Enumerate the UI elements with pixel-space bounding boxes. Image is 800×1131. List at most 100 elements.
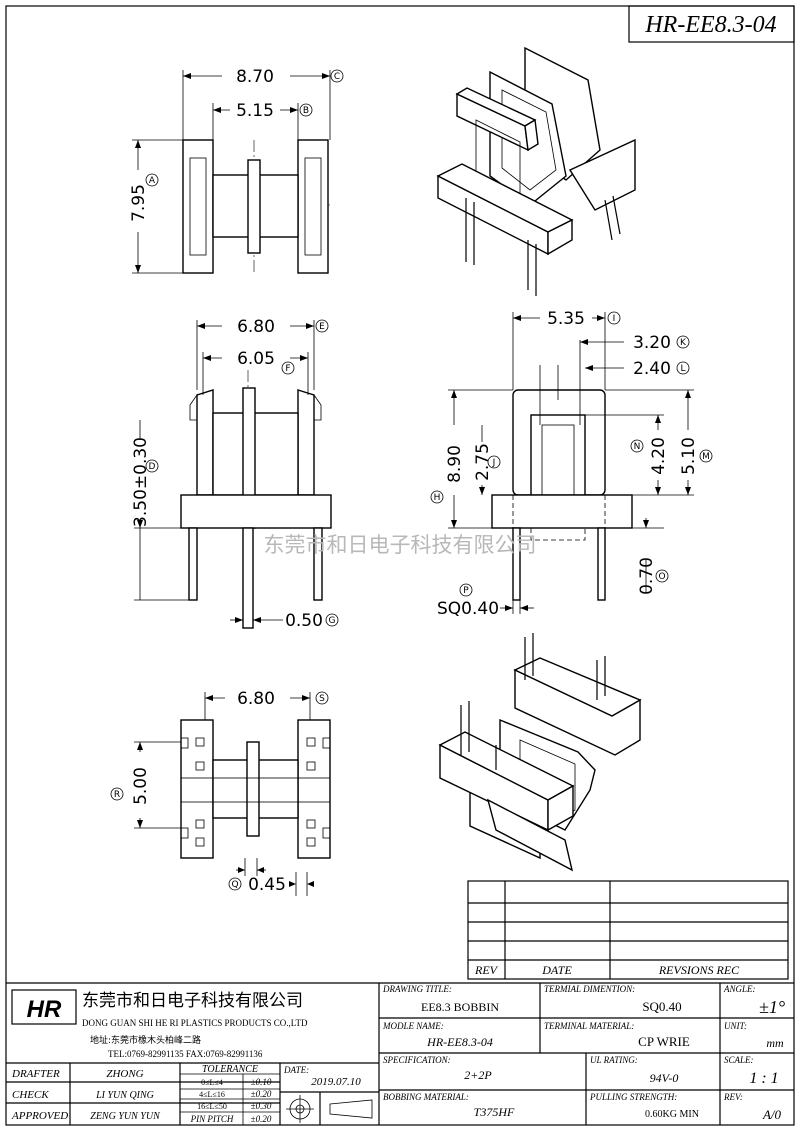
- drawing-title-value: EE8.3 BOBBIN: [421, 1000, 499, 1014]
- angle-label: ANGLE:: [723, 984, 756, 994]
- dim-tag-a: A: [149, 176, 156, 186]
- isometric-view-bottom: [438, 633, 642, 872]
- tolerance-header: TOLERANCE: [202, 1064, 258, 1075]
- drawing-number: HR-EE8.3-04: [644, 12, 776, 38]
- dim-side-k: 3.20: [633, 333, 671, 353]
- date-value: 2019.07.10: [311, 1076, 361, 1088]
- dim-tag-g: G: [329, 616, 336, 626]
- ul-rating-label: UL RATING:: [590, 1055, 638, 1065]
- dim-side-height: 8.90: [445, 445, 465, 483]
- side-view: 5.35 I 3.20 K 2.40 L 8.90 H 2.75 J 4.20 …: [430, 309, 713, 619]
- rev-label: REV:: [723, 1092, 743, 1102]
- dim-side-width: 5.35: [547, 309, 585, 329]
- tolerance-value-1: ±0.10: [251, 1077, 272, 1087]
- module-name-label: MODLE NAME:: [382, 1021, 444, 1031]
- company-name-cn: 东莞市和日电子科技有限公司: [82, 991, 303, 1011]
- tolerance-range-pitch: PIN PITCH: [190, 1114, 234, 1124]
- revision-header-rec: REVSIONS REC: [658, 963, 740, 977]
- dim-tag-p: P: [463, 586, 469, 596]
- dim-side-o: 0.70: [637, 557, 657, 595]
- bottom-view: 6.80 S 5.00 R Q 0.45: [110, 689, 331, 896]
- revision-header-rev: REV: [474, 963, 499, 977]
- dim-tag-h: H: [434, 493, 441, 503]
- dim-tag-n: N: [634, 442, 641, 452]
- company-address: 地址:东莞市橡木头柏峰二路: [90, 1034, 201, 1046]
- dim-tag-f: F: [285, 364, 290, 374]
- terminal-material-label: TERMINAL MATERIAL:: [544, 1021, 634, 1031]
- dim-tag-s: S: [319, 694, 325, 704]
- dim-tag-e: E: [319, 322, 325, 332]
- signoff-role-approved: APPROVED: [11, 1110, 68, 1122]
- dim-top-inner-width: 5.15: [236, 101, 274, 121]
- tolerance-value-pitch: ±0.20: [251, 1114, 272, 1124]
- revision-header-date: DATE: [541, 963, 572, 977]
- isometric-view-top: [436, 46, 636, 296]
- dim-side-pin-square: SQ0.40: [437, 599, 499, 619]
- scale-label: SCALE:: [724, 1055, 754, 1065]
- dim-front-pin-length: 3.50±0.30: [131, 437, 151, 527]
- tolerance-range-3: 16≤L≤50: [197, 1102, 227, 1111]
- bobbing-material-value: T375HF: [474, 1105, 515, 1119]
- angle-value: ±1°: [759, 997, 785, 1017]
- signoff-name-drafter: ZHONG: [106, 1068, 143, 1080]
- specification-label: SPECIFICATION:: [383, 1055, 451, 1065]
- signoff-name-approved: ZENG YUN YUN: [90, 1111, 161, 1122]
- dim-tag-c: C: [334, 72, 340, 82]
- dim-side-m: 5.10: [679, 437, 699, 475]
- terminal-dimention-value: SQ0.40: [642, 999, 681, 1014]
- dim-tag-l: L: [680, 364, 685, 374]
- dim-tag-i: I: [613, 314, 616, 324]
- title-block: HR 东莞市和日电子科技有限公司 DONG GUAN SHI HE RI PLA…: [6, 982, 794, 1125]
- terminal-dimention-label: TERMIAL DIMENTION:: [544, 984, 635, 994]
- dim-front-width: 6.80: [237, 317, 275, 337]
- signoff-role-check: CHECK: [12, 1089, 49, 1101]
- front-view: 6.80 E 6.05 F 3.50±0.30 D 0.50 G: [131, 317, 339, 631]
- dim-top-depth: 7.95: [129, 184, 149, 222]
- company-logo-text: HR: [27, 996, 62, 1023]
- dim-tag-q: Q: [231, 880, 238, 890]
- company-logo: [11, 989, 77, 1025]
- dim-tag-o: O: [658, 572, 665, 582]
- dim-tag-k: K: [680, 338, 687, 348]
- dim-front-inner-width: 6.05: [237, 349, 275, 369]
- tolerance-range-2: 4≤L≤16: [199, 1090, 225, 1099]
- top-view: 8.70 C 5.15 B 7.95 A: [129, 67, 344, 275]
- projection-symbol-icon: [286, 1095, 373, 1123]
- dim-top-width: 8.70: [236, 67, 274, 87]
- dim-tag-r: R: [114, 790, 120, 800]
- company-name-en: DONG GUAN SHI HE RI PLASTICS PRODUCTS CO…: [82, 1018, 308, 1028]
- dim-tag-b: B: [303, 106, 309, 116]
- dim-side-j: 2.75: [473, 443, 493, 481]
- dim-front-pin-width: 0.50: [285, 611, 323, 631]
- drawing-title-label: DRAWING TITLE:: [382, 984, 452, 994]
- dim-bottom-width: 6.80: [237, 689, 275, 709]
- bobbing-material-label: BOBBING MATERIAL:: [383, 1092, 469, 1102]
- dim-tag-m: M: [702, 452, 710, 462]
- tolerance-value-3: ±0.30: [251, 1101, 272, 1111]
- dim-tag-d: D: [149, 462, 156, 472]
- company-contact: TEL:0769-82991135 FAX:0769-82991136: [108, 1049, 263, 1059]
- dim-side-l: 2.40: [633, 359, 671, 379]
- signoff-role-drafter: DRAFTER: [11, 1068, 60, 1080]
- rev-value: A/0: [762, 1107, 782, 1122]
- revision-table: REV DATE REVSIONS REC: [467, 880, 789, 980]
- tolerance-value-2: ±0.20: [251, 1089, 272, 1099]
- date-label: DATE:: [283, 1065, 309, 1075]
- dim-bottom-r: 5.00: [131, 767, 151, 805]
- dim-side-n: 4.20: [649, 437, 669, 475]
- drawing-number-box: HR-EE8.3-04: [628, 5, 795, 43]
- terminal-material-value: CP WRIE: [638, 1034, 690, 1049]
- module-name-value: HR-EE8.3-04: [426, 1035, 493, 1049]
- scale-value: 1 : 1: [749, 1070, 778, 1087]
- dim-bottom-q: 0.45: [248, 875, 286, 895]
- pulling-strength-label: PULLING STRENGTH:: [589, 1092, 677, 1102]
- specification-value: 2+2P: [464, 1068, 492, 1082]
- ul-rating-value: 94V-0: [650, 1071, 679, 1085]
- dim-tag-j: J: [492, 458, 496, 468]
- signoff-name-check: LI YUN QING: [95, 1090, 154, 1101]
- unit-value: mm: [766, 1036, 784, 1050]
- tolerance-range-1: 0≤L≤4: [201, 1078, 223, 1087]
- watermark: 东莞市和日电子科技有限公司: [264, 533, 537, 557]
- pulling-strength-value: 0.60KG MIN: [645, 1109, 699, 1120]
